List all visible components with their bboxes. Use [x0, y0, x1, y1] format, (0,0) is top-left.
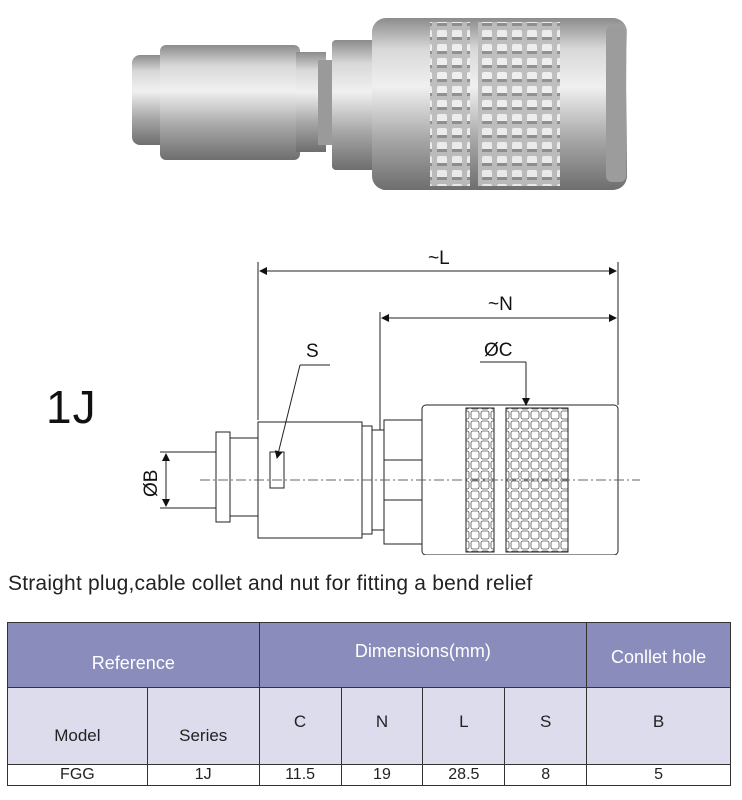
table-group-header-row: Reference Dimensions(mm) Conllet hole — [7, 622, 731, 688]
diameter-c-label: ØC — [484, 340, 513, 361]
column-b: B — [586, 687, 731, 765]
column-series: Series — [146, 687, 260, 765]
connector-photo — [132, 18, 627, 190]
product-caption: Straight plug,cable collet and nut for f… — [8, 572, 533, 595]
cell-model: FGG — [7, 764, 148, 786]
column-model: Model — [7, 687, 148, 765]
dimension-drawing: ~L ~N ØC S ØB — [141, 248, 640, 555]
diameter-b-label: ØB — [141, 470, 162, 497]
wrench-size-label: S — [306, 341, 319, 362]
cell-c: 11.5 — [258, 764, 342, 786]
column-n: N — [340, 687, 424, 765]
model-code: 1J — [46, 381, 97, 433]
column-l: L — [422, 687, 506, 765]
cell-series: 1J — [146, 764, 260, 786]
collet-hole-header: Conllet hole — [586, 622, 731, 688]
table-row: FGG 1J 11.5 19 28.5 8 5 — [7, 764, 731, 786]
cell-s: 8 — [504, 764, 588, 786]
nut-length-label: ~N — [488, 294, 513, 315]
table-column-header-row: Model Series C N L S B — [7, 687, 731, 765]
column-s: S — [504, 687, 588, 765]
cell-n: 19 — [340, 764, 424, 786]
cell-b: 5 — [586, 764, 731, 786]
dimensions-header: Dimensions(mm) — [258, 622, 588, 688]
length-label: ~L — [428, 248, 450, 269]
reference-header: Reference — [7, 622, 260, 688]
dimensions-table: Reference Dimensions(mm) Conllet hole Mo… — [7, 622, 731, 786]
cell-l: 28.5 — [422, 764, 506, 786]
column-c: C — [258, 687, 342, 765]
